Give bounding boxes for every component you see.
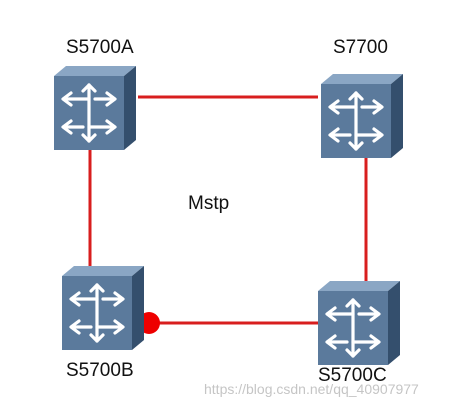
switch-icon: [62, 266, 144, 350]
switch-icon: [54, 66, 136, 150]
device-label-s5700a: S5700A: [66, 37, 134, 58]
device-s7700[interactable]: [315, 70, 405, 160]
watermark: https://blog.csdn.net/qq_40907977: [204, 381, 419, 397]
device-label-s5700c: S5700C: [318, 365, 387, 386]
device-s5700b[interactable]: [56, 262, 146, 352]
switch-icon: [318, 281, 400, 365]
device-s5700c[interactable]: [312, 277, 402, 367]
device-s5700a[interactable]: [48, 62, 138, 152]
protocol-label: Mstp: [188, 193, 230, 214]
switch-icon: [321, 74, 403, 158]
device-label-s5700b: S5700B: [66, 360, 134, 381]
device-label-s7700: S7700: [333, 37, 388, 58]
